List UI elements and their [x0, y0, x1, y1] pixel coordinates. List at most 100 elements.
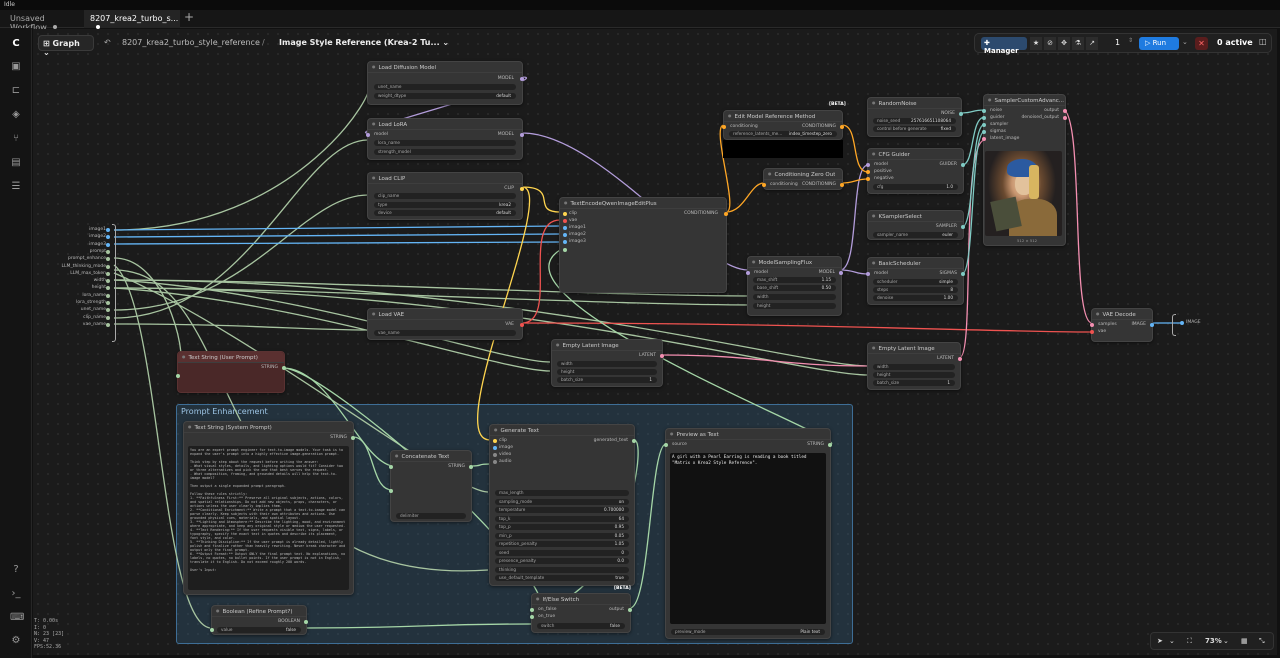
- subgraph-name[interactable]: Image Style Reference (Krea-2 Tu... ⌄: [279, 38, 449, 47]
- output-dot[interactable]: [961, 163, 965, 167]
- output-dot[interactable]: [520, 133, 524, 137]
- node-load-vae[interactable]: Load VAE VAE vae_name: [367, 308, 524, 340]
- input-dot[interactable]: [866, 170, 870, 174]
- input-dot[interactable]: [389, 489, 393, 493]
- nodes-icon[interactable]: ⊏: [11, 85, 21, 96]
- tab-unsaved-workflow[interactable]: Unsaved Workflow: [4, 10, 84, 32]
- images-icon[interactable]: ▣: [11, 61, 21, 72]
- node-load-diffusion-model[interactable]: Load Diffusion Model MODEL unet_name wei…: [367, 61, 524, 105]
- node-random-noise[interactable]: RandomNoise NOISE noise_seed257616651108…: [867, 97, 963, 137]
- input-dot-lora_strength[interactable]: [106, 301, 110, 305]
- widget-unet-name[interactable]: unet_name: [374, 84, 516, 90]
- input-dot-height[interactable]: [106, 286, 110, 291]
- output-dot[interactable]: [632, 439, 636, 443]
- output-dot[interactable]: [520, 187, 524, 191]
- fit-view-icon[interactable]: ⛶: [1187, 637, 1192, 645]
- input-dot[interactable]: [866, 272, 870, 276]
- node-text-string-system[interactable]: Text String (System Prompt) STRING You a…: [183, 421, 355, 595]
- input-dot-vae_name[interactable]: [106, 322, 110, 327]
- puzzle-icon[interactable]: ✥: [1058, 37, 1070, 50]
- models-icon[interactable]: ◈: [12, 109, 20, 120]
- chevron-down-icon[interactable]: ⌄: [1223, 637, 1229, 645]
- input-dot[interactable]: [982, 130, 986, 134]
- node-empty-latent-1[interactable]: Empty Latent Image LATENT width height b…: [551, 339, 664, 387]
- output-dot[interactable]: [959, 112, 963, 116]
- widget-width[interactable]: width: [873, 364, 955, 370]
- input-dot[interactable]: [210, 628, 214, 632]
- input-dot[interactable]: [982, 137, 986, 141]
- input-dot[interactable]: [664, 443, 668, 447]
- node-basic-scheduler[interactable]: BasicScheduler model SIGMAS schedulersim…: [866, 257, 965, 305]
- input-dot-unet_name[interactable]: [106, 308, 110, 313]
- input-dot[interactable]: [866, 177, 870, 181]
- node-text-string-user[interactable]: Text String (User Prompt) STRING: [176, 351, 286, 393]
- queue-count[interactable]: 1: [1115, 38, 1121, 47]
- output-dot[interactable]: [958, 357, 962, 361]
- input-dot[interactable]: [1090, 330, 1094, 334]
- pointer-icon[interactable]: ➤: [1157, 637, 1163, 645]
- node-text-encode-qwen[interactable]: TextEncodeQwenImageEditPlus CONDITIONING…: [559, 197, 728, 293]
- node-conditioning-zero-out[interactable]: Conditioning Zero Out conditioning CONDI…: [762, 168, 844, 190]
- node-model-sampling-flux[interactable]: ModelSamplingFlux model MODEL max_shift1…: [746, 256, 843, 316]
- input-dot[interactable]: [746, 271, 750, 275]
- bell-off-icon[interactable]: ⊘: [1044, 37, 1056, 50]
- input-dot-width[interactable]: [106, 279, 110, 284]
- widget-clip-name[interactable]: clip_name: [374, 193, 516, 199]
- graph-button[interactable]: ⊞ Graph ⌄: [38, 35, 94, 57]
- widget-delimiter[interactable]: delimiter: [396, 513, 466, 519]
- run-button[interactable]: ▷ Run: [1139, 37, 1179, 50]
- input-dot[interactable]: [176, 374, 180, 378]
- input-dot-clip_name[interactable]: [106, 315, 110, 320]
- node-edit-model-reference[interactable]: Edit Model Reference Method conditioning…: [722, 110, 844, 140]
- widget-thinking[interactable]: thinking: [495, 566, 629, 573]
- comfy-logo-icon[interactable]: C: [12, 38, 20, 49]
- input-dot[interactable]: [722, 125, 726, 129]
- input-dot[interactable]: [982, 109, 986, 113]
- input-dot[interactable]: [982, 123, 986, 127]
- node-if-else-switch[interactable]: If/Else Switch on_false on_true output s…: [530, 593, 632, 633]
- input-dot-LLM_max_token[interactable]: [106, 271, 110, 276]
- output-dot[interactable]: [351, 436, 355, 440]
- node-empty-latent-2[interactable]: Empty Latent Image LATENT width height b…: [867, 342, 962, 390]
- output-dot[interactable]: [1063, 116, 1067, 120]
- output-dot[interactable]: [304, 620, 308, 624]
- templates-icon[interactable]: ▤: [11, 157, 21, 168]
- node-preview-as-text[interactable]: Preview as Text source STRING A girl wit…: [664, 428, 832, 639]
- output-dot[interactable]: [628, 608, 632, 612]
- output-dot[interactable]: [1150, 323, 1154, 327]
- node-cfg-guider[interactable]: CFG Guider model positive negative GUIDE…: [866, 148, 965, 194]
- output-dot[interactable]: [840, 125, 844, 129]
- input-dot-image1[interactable]: [106, 228, 110, 232]
- widget-height[interactable]: height: [753, 303, 836, 309]
- output-dot[interactable]: [839, 271, 843, 275]
- input-dot[interactable]: [563, 226, 567, 230]
- input-dot-LLM_thinking_mode[interactable]: [106, 264, 110, 269]
- input-dot[interactable]: [530, 615, 534, 619]
- back-arrow-icon[interactable]: ↶: [104, 38, 111, 47]
- output-dot[interactable]: [1063, 109, 1067, 113]
- input-dot-image2[interactable]: [106, 235, 110, 240]
- input-dot[interactable]: [493, 453, 497, 457]
- input-dot[interactable]: [563, 248, 567, 252]
- node-boolean-refine[interactable]: Boolean (Refine Prompt?) BOOLEAN valuefa…: [210, 605, 308, 635]
- minimap-icon[interactable]: ▦: [1241, 637, 1248, 645]
- input-dot-prompt_enhance[interactable]: [106, 257, 110, 262]
- workflows-icon[interactable]: ⑂: [13, 133, 19, 144]
- input-dot[interactable]: [1090, 323, 1094, 327]
